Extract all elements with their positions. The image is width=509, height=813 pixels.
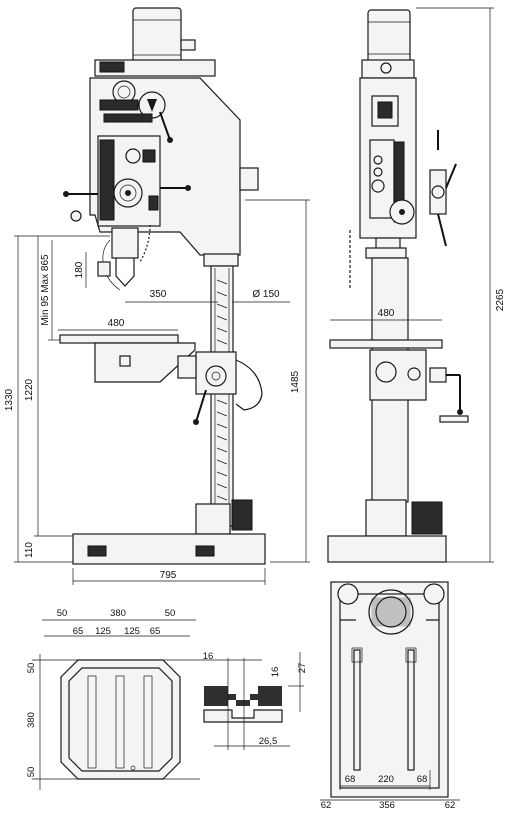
dim-top-380: 380 xyxy=(110,608,126,619)
dim-1485: 1485 xyxy=(290,370,301,393)
dim-2265: 2265 xyxy=(495,288,506,311)
dim-1330: 1330 xyxy=(4,388,15,411)
dim-top-65a: 65 xyxy=(73,626,84,637)
dim-180: 180 xyxy=(74,261,85,278)
dim-110: 110 xyxy=(24,542,35,558)
dim-slot-16a: 16 xyxy=(203,651,214,662)
side-table xyxy=(329,339,443,349)
dim-top-50a: 50 xyxy=(57,608,68,619)
dim-150: Ø 150 xyxy=(252,289,280,300)
dim-top-50b: 50 xyxy=(165,608,176,619)
front-head-cover xyxy=(94,59,216,77)
t-slot-section xyxy=(203,686,283,723)
dim-top-125b: 125 xyxy=(124,626,140,637)
dimension-labels: 2265 1485 1330 1220 110 Min 95 Max 865 1… xyxy=(4,254,506,811)
dim-min-max: Min 95 Max 865 xyxy=(40,254,51,326)
table-top-view xyxy=(60,659,181,780)
side-base xyxy=(327,535,447,563)
dim-795: 795 xyxy=(160,570,177,581)
front-base xyxy=(72,533,266,565)
table-outline xyxy=(60,659,181,780)
side-view xyxy=(327,9,469,563)
front-motor xyxy=(132,7,182,69)
base-top-view xyxy=(330,581,449,798)
dim-480-front: 480 xyxy=(108,318,125,329)
dim-base-62a: 62 xyxy=(321,800,332,811)
dim-1220: 1220 xyxy=(24,378,35,401)
dim-left-50a: 50 xyxy=(26,663,37,674)
dim-base-68b: 68 xyxy=(417,774,428,785)
dim-480-side: 480 xyxy=(378,308,395,319)
dim-left-50b: 50 xyxy=(26,767,37,778)
dim-top-65b: 65 xyxy=(150,626,161,637)
front-view xyxy=(59,7,266,565)
dim-top-125a: 125 xyxy=(95,626,111,637)
dim-slot-27: 27 xyxy=(297,663,308,674)
dim-base-68a: 68 xyxy=(345,774,356,785)
dimension-lines xyxy=(14,7,494,801)
dim-base-356: 356 xyxy=(379,800,395,811)
front-table xyxy=(59,334,179,344)
dim-350: 350 xyxy=(150,289,167,300)
dim-base-62b: 62 xyxy=(445,800,456,811)
dim-left-380: 380 xyxy=(26,712,37,728)
dim-slot-26-5: 26,5 xyxy=(259,736,278,747)
dim-slot-16b: 16 xyxy=(270,667,281,678)
side-motor xyxy=(367,9,411,67)
front-column xyxy=(210,265,234,527)
dim-base-220: 220 xyxy=(378,774,394,785)
